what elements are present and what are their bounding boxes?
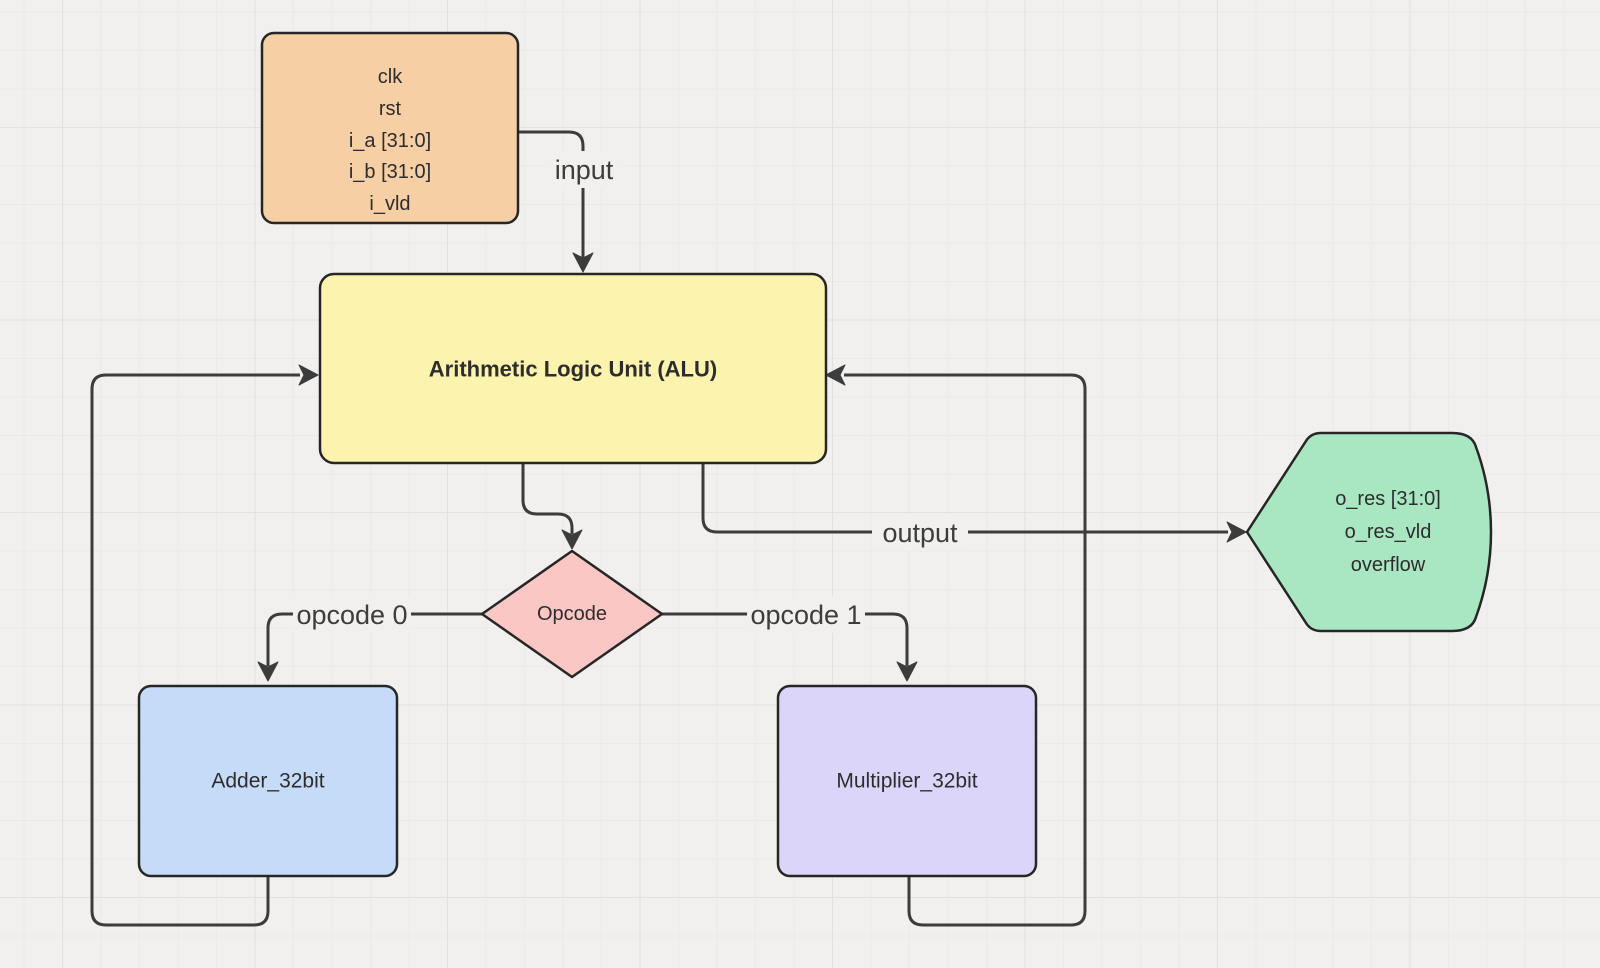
alu-to-opcode-edge[interactable]: [521, 463, 583, 550]
arrowhead-down-icon: [561, 529, 583, 550]
output-ports-node[interactable]: o_res [31:0] o_res_vld overflow: [1245, 431, 1493, 633]
opcode0-label-bg: [293, 596, 411, 633]
output-port-label: o_res [31:0]: [1335, 488, 1441, 510]
alu-to-opcode-line: [521, 463, 574, 534]
multiplier-feedback-edge[interactable]: [825, 364, 1087, 927]
input-edge-label-bg: [545, 151, 623, 188]
input-port-label: i_vld: [369, 193, 410, 215]
input-port-label: rst: [379, 98, 402, 120]
opcode-diamond-shape: [480, 549, 664, 679]
adder-feedback-line: [90, 373, 300, 927]
opcode0-label: opcode 0: [296, 600, 407, 630]
opcode-diamond-node[interactable]: Opcode: [480, 549, 664, 679]
opcode1-line: [662, 612, 909, 666]
input-edge-line: [518, 130, 585, 258]
output-edge[interactable]: output: [701, 463, 1247, 551]
input-ports-shape: [260, 31, 520, 225]
input-edge-label: input: [555, 155, 614, 185]
alu-label: Arithmetic Logic Unit (ALU): [429, 357, 717, 382]
adder-label: Adder_32bit: [211, 770, 324, 793]
alu-shape: [318, 272, 828, 465]
adder-shape: [137, 684, 399, 878]
opcode1-label-bg: [747, 596, 865, 633]
output-edge-line: [701, 463, 1228, 534]
arrowhead-down-icon: [896, 661, 918, 682]
adder-node[interactable]: Adder_32bit: [137, 684, 399, 878]
opcode1-edge[interactable]: opcode 1: [662, 596, 918, 682]
multiplier-node[interactable]: Multiplier_32bit: [776, 684, 1038, 878]
input-ports-node[interactable]: clk rst i_a [31:0] i_b [31:0] i_vld: [260, 31, 520, 225]
input-port-label: i_b [31:0]: [349, 161, 431, 183]
arrowhead-left-icon: [825, 364, 846, 386]
arrowhead-right-icon: [298, 364, 319, 386]
opcode0-edge[interactable]: opcode 0: [257, 596, 482, 682]
arrowhead-down-icon: [257, 661, 279, 682]
arrowhead-right-icon: [1226, 521, 1247, 543]
input-port-label: clk: [378, 66, 403, 88]
output-ports-shape: [1245, 431, 1493, 633]
input-edge[interactable]: input: [518, 130, 623, 273]
alu-node[interactable]: Arithmetic Logic Unit (ALU): [318, 272, 828, 465]
output-edge-label: output: [882, 518, 958, 548]
opcode-label: Opcode: [537, 603, 607, 625]
arrowhead-down-icon: [572, 252, 594, 273]
adder-feedback-edge[interactable]: [90, 364, 319, 927]
multiplier-shape: [776, 684, 1038, 878]
multiplier-feedback-line: [844, 373, 1087, 927]
output-port-label: overflow: [1351, 554, 1426, 576]
opcode1-label: opcode 1: [750, 600, 861, 630]
output-port-label: o_res_vld: [1345, 521, 1432, 543]
input-port-label: i_a [31:0]: [349, 130, 431, 152]
opcode0-line: [266, 612, 482, 666]
multiplier-label: Multiplier_32bit: [836, 770, 977, 793]
output-edge-label-bg: [872, 514, 968, 551]
